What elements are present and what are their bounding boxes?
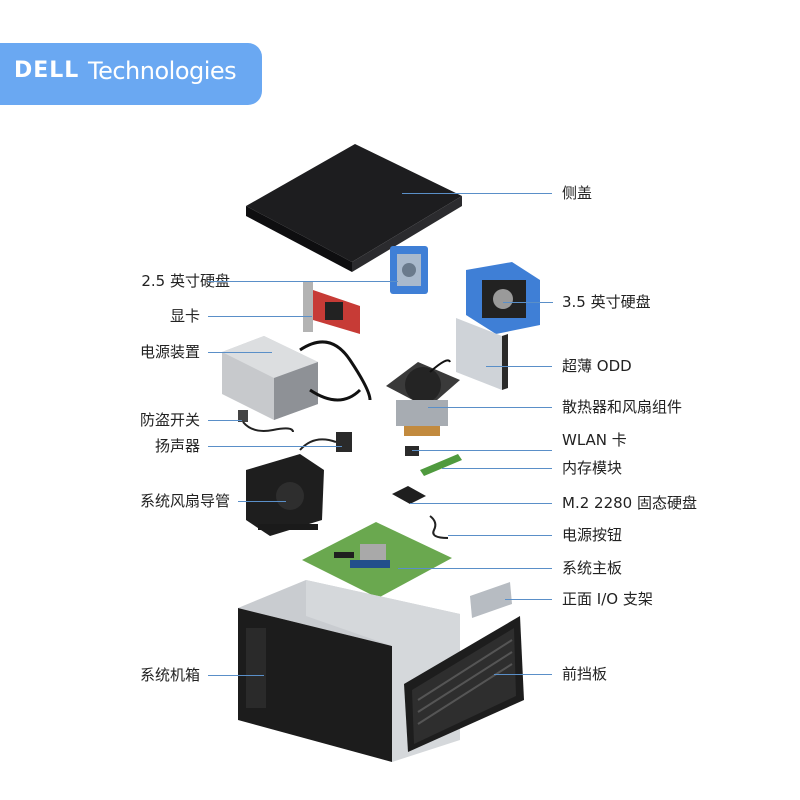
label-shroud: 系统风扇导管 <box>139 492 230 510</box>
label-cover: 侧盖 <box>562 184 593 202</box>
callout-line-bezel <box>494 674 552 675</box>
front-io-part <box>470 582 512 618</box>
callout-line-cover <box>402 193 552 194</box>
label-bezel: 前挡板 <box>562 665 608 683</box>
odd-part <box>456 318 508 390</box>
ssd-part <box>392 486 426 504</box>
label-speaker: 扬声器 <box>154 437 200 455</box>
callout-line-chassis <box>208 675 264 676</box>
label-memory: 内存模块 <box>562 459 623 477</box>
label-odd: 超薄 ODD <box>562 357 632 375</box>
intrusion-switch-part <box>238 410 294 433</box>
speaker-part <box>299 432 352 452</box>
brand-logo <box>0 43 262 105</box>
gpu-part <box>303 282 360 334</box>
callout-line-hdd25 <box>208 281 398 282</box>
brand-mark: DELL <box>14 58 80 83</box>
power-button-part <box>429 515 449 539</box>
memory-part <box>420 454 462 476</box>
heatsink-part <box>386 359 460 436</box>
callout-line-board <box>398 568 552 569</box>
label-hdd25: 2.5 英寸硬盘 <box>141 272 230 290</box>
label-hdd35: 3.5 英寸硬盘 <box>562 293 651 311</box>
callout-line-intrusion <box>208 420 242 421</box>
label-io: 正面 I/O 支架 <box>562 590 653 608</box>
callout-line-memory <box>442 468 552 469</box>
callout-line-power-btn <box>448 535 552 536</box>
side-cover-part <box>246 144 462 272</box>
callout-line-hdd35 <box>503 302 553 303</box>
fan-shroud-part <box>246 454 324 536</box>
label-power-btn: 电源按钮 <box>562 526 623 544</box>
callout-line-shroud <box>238 501 286 502</box>
label-board: 系统主板 <box>562 559 623 577</box>
brand-wordmark: Technologies <box>88 57 237 85</box>
callout-line-ssd <box>410 503 552 504</box>
label-psu: 电源装置 <box>139 343 200 361</box>
callout-line-speaker <box>208 446 342 447</box>
label-gpu: 显卡 <box>169 307 200 325</box>
system-board-part <box>302 522 452 598</box>
callout-line-odd <box>486 366 552 367</box>
callout-line-io <box>505 599 552 600</box>
hdd-35-part <box>466 262 540 334</box>
label-ssd: M.2 2280 固态硬盘 <box>562 494 697 512</box>
callout-line-wlan <box>412 450 552 451</box>
label-wlan: WLAN 卡 <box>562 431 627 449</box>
callout-line-heatsink <box>428 407 552 408</box>
label-heatsink: 散热器和风扇组件 <box>562 398 683 416</box>
hdd-25-part <box>390 246 428 294</box>
label-chassis: 系统机箱 <box>139 666 200 684</box>
psu-part <box>222 336 372 420</box>
label-intrusion: 防盗开关 <box>139 411 200 429</box>
callout-line-psu <box>208 352 272 353</box>
wlan-part <box>405 446 419 456</box>
callout-line-gpu <box>208 316 312 317</box>
